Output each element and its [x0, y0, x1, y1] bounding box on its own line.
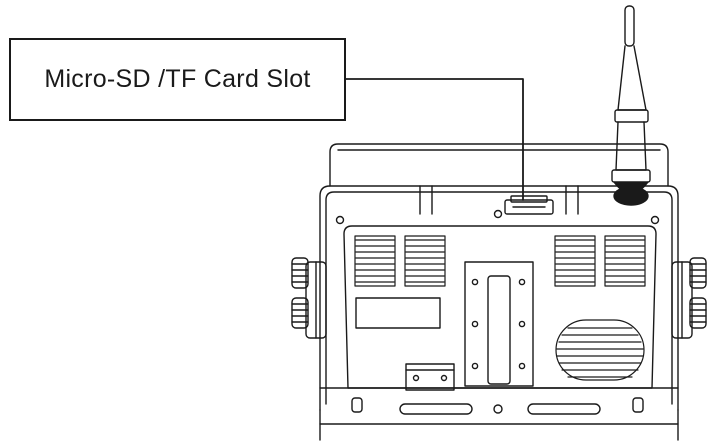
rear-panel: [343, 225, 657, 389]
callout-box: Micro-SD /TF Card Slot: [9, 38, 346, 121]
mount-knob-right: [671, 257, 707, 339]
mount-bracket: [464, 261, 534, 387]
antenna: [611, 5, 651, 206]
monitor-housing: [319, 185, 679, 411]
bottom-frame: [319, 387, 679, 441]
visor-hood: [329, 143, 669, 187]
callout-label: Micro-SD /TF Card Slot: [44, 65, 311, 93]
frame-screws: [335, 209, 660, 225]
mount-knob-left: [291, 257, 327, 339]
label-plate: [355, 297, 441, 329]
vent-grille-right: [554, 235, 646, 287]
callout-leader-line: [345, 78, 524, 201]
micro-sd-card-slot: [504, 195, 554, 215]
bottom-connector: [405, 363, 455, 391]
vent-grille-left: [354, 235, 446, 287]
speaker-grille: [555, 319, 645, 381]
